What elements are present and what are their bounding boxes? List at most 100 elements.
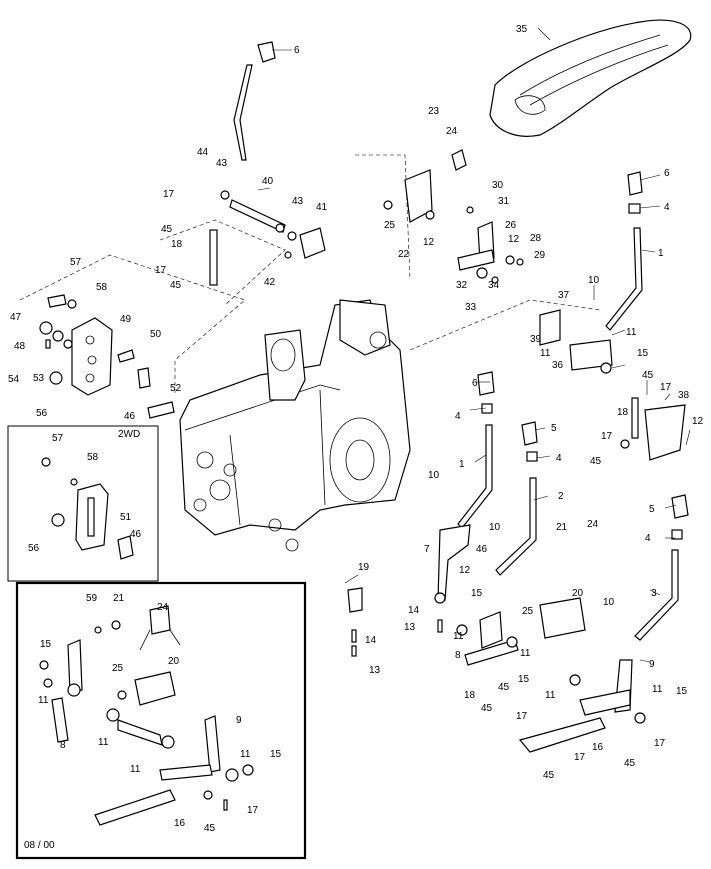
- inset-detail-parts: [39, 605, 254, 826]
- callout-17f: 17: [654, 738, 666, 749]
- callout-14: 14: [408, 605, 420, 616]
- callout-6b: 6: [664, 168, 670, 179]
- side-cover-part: [71, 317, 113, 396]
- callout-17h: 17: [247, 805, 259, 816]
- callout-13b: 13: [369, 665, 381, 676]
- callout-47: 47: [10, 312, 22, 323]
- callout-34: 34: [488, 280, 500, 291]
- callout-7: 7: [424, 544, 430, 555]
- callout-10d: 10: [603, 597, 615, 608]
- callout-22: 22: [398, 249, 410, 260]
- callout-11c: 11: [453, 631, 464, 642]
- callout-17g: 17: [574, 752, 586, 763]
- callout-labels: 6 35 23 24 44 43 40 30 31 6 4 17 43 41 4…: [8, 24, 704, 834]
- callout-35: 35: [516, 24, 528, 35]
- callout-25c: 25: [112, 663, 124, 674]
- callout-26: 26: [505, 220, 517, 231]
- callout-19: 19: [358, 562, 370, 573]
- callout-52: 52: [170, 383, 182, 394]
- callout-18: 18: [171, 239, 183, 250]
- callout-25: 25: [384, 220, 396, 231]
- callout-6c: 6: [472, 378, 478, 389]
- callout-58: 58: [96, 282, 108, 293]
- date-label: 08 / 00: [24, 840, 55, 851]
- callout-15f: 15: [270, 749, 282, 760]
- left-small-parts: [39, 294, 175, 419]
- callout-29: 29: [534, 250, 546, 261]
- callout-32: 32: [456, 280, 468, 291]
- callout-9b: 9: [236, 715, 242, 726]
- callout-48: 48: [14, 341, 26, 352]
- callout-36: 36: [552, 360, 564, 371]
- callout-24c: 24: [157, 602, 169, 613]
- top-lever-assembly: [209, 41, 326, 286]
- inset-2wd-parts: [41, 457, 134, 560]
- callout-17: 17: [163, 189, 175, 200]
- leader-lines: [257, 27, 691, 663]
- callout-11i: 11: [240, 749, 251, 760]
- callout-6: 6: [294, 45, 300, 56]
- callout-10: 10: [588, 275, 600, 286]
- callout-17e: 17: [516, 711, 528, 722]
- callout-17b: 17: [155, 265, 167, 276]
- callout-16: 16: [592, 742, 604, 753]
- inset-2wd-frame: [7, 425, 159, 582]
- callout-41: 41: [316, 202, 328, 213]
- callout-14b: 14: [365, 635, 377, 646]
- middle-lever-assembly: [434, 371, 538, 604]
- callout-45b: 45: [170, 280, 182, 291]
- callout-38: 38: [678, 390, 690, 401]
- callout-56: 56: [36, 408, 48, 419]
- callout-46c: 46: [476, 544, 488, 555]
- callout-45g: 45: [624, 758, 636, 769]
- inset-2wd-label: 2WD: [118, 429, 140, 440]
- callout-45e: 45: [498, 682, 510, 693]
- callout-24b: 24: [587, 519, 599, 530]
- callout-43: 43: [216, 158, 228, 169]
- transmission-housing: [179, 299, 411, 552]
- right-lever-assembly: [539, 171, 686, 461]
- callout-40: 40: [262, 176, 274, 187]
- seat-cover-part: [489, 19, 692, 137]
- callout-8b: 8: [60, 740, 66, 751]
- callout-44: 44: [197, 147, 209, 158]
- callout-49: 49: [120, 314, 132, 325]
- callout-30: 30: [492, 180, 504, 191]
- callout-17d: 17: [601, 431, 613, 442]
- callout-25b: 25: [522, 606, 534, 617]
- callout-46b: 46: [130, 529, 142, 540]
- callout-54: 54: [8, 374, 20, 385]
- callout-10c: 10: [489, 522, 501, 533]
- callout-57: 57: [70, 257, 82, 268]
- callout-45: 45: [161, 224, 173, 235]
- callout-45f: 45: [481, 703, 493, 714]
- callout-10b: 10: [428, 470, 440, 481]
- callout-53: 53: [33, 373, 45, 384]
- callout-59: 59: [86, 593, 98, 604]
- callout-15c: 15: [40, 639, 52, 650]
- callout-28: 28: [530, 233, 542, 244]
- callout-50: 50: [150, 329, 162, 340]
- callout-20b: 20: [168, 656, 180, 667]
- callout-1b: 1: [459, 459, 465, 470]
- callout-21: 21: [556, 522, 568, 533]
- callout-17c: 17: [660, 382, 672, 393]
- callout-45i: 45: [204, 823, 216, 834]
- callout-8: 8: [455, 650, 461, 661]
- callout-15: 15: [637, 348, 649, 359]
- callout-4d: 4: [645, 533, 651, 544]
- callout-18c: 18: [464, 690, 476, 701]
- callout-11b: 11: [540, 348, 551, 359]
- callout-56b: 56: [28, 543, 40, 554]
- upper-bracket-assembly: [383, 149, 524, 284]
- callout-45d: 45: [590, 456, 602, 467]
- callout-11g: 11: [652, 684, 663, 695]
- callout-15e: 15: [676, 686, 688, 697]
- callout-11: 11: [626, 327, 637, 338]
- callout-12d: 12: [459, 565, 471, 576]
- callout-45h: 45: [543, 770, 555, 781]
- callout-12c: 12: [692, 416, 704, 427]
- lower-right-assembly: [518, 494, 689, 753]
- callout-37: 37: [558, 290, 570, 301]
